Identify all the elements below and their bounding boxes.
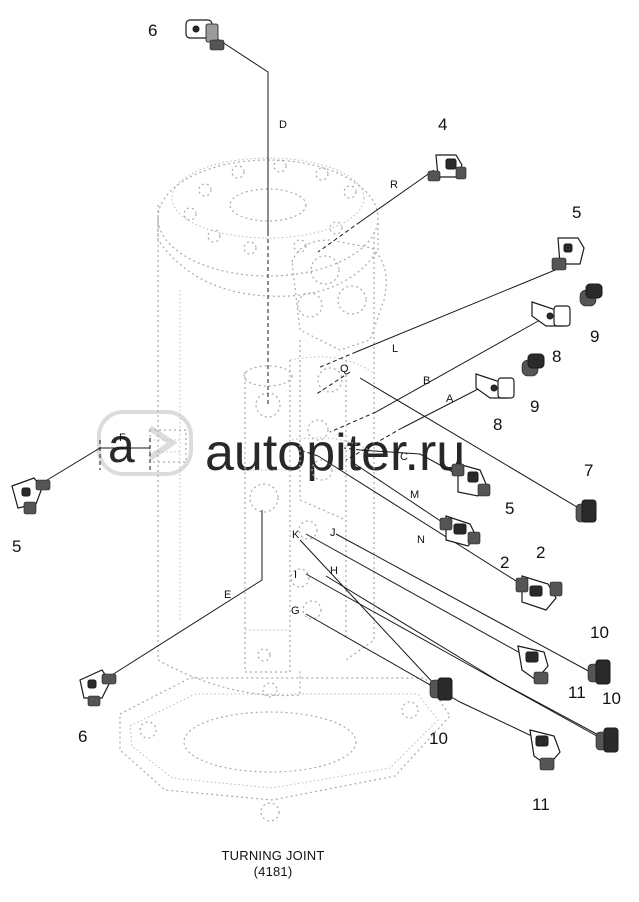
- fitting-5-middle[interactable]: [451, 463, 491, 497]
- callout-5-middle: 5: [505, 499, 514, 518]
- fitting-6-top[interactable]: [185, 19, 225, 51]
- port-letters: D R L Q B A C M N F K J I H G E: [119, 119, 454, 617]
- callout-9-lower: 9: [530, 397, 539, 416]
- port-letter-n: N: [417, 534, 425, 546]
- watermark-logo-glyph: a: [108, 420, 135, 473]
- watermark-logo-chevron: [148, 425, 178, 461]
- fitting-10-right-lower[interactable]: [595, 727, 619, 753]
- fitting-4[interactable]: [427, 154, 467, 182]
- fitting-9-upper[interactable]: [579, 283, 603, 307]
- cylinder-right-wall: [345, 232, 375, 661]
- port-letter-l: L: [392, 343, 398, 355]
- top-flange: [157, 159, 379, 277]
- port-block-left: [149, 429, 187, 463]
- port-letter-h: H: [330, 565, 338, 577]
- turning-joint-body: [119, 157, 451, 822]
- callout-8-lower: 8: [493, 415, 502, 434]
- callout-10-right-lower: 10: [602, 689, 621, 708]
- port-letter-a: A: [446, 393, 454, 405]
- fitting-11-lower[interactable]: [529, 729, 561, 771]
- port-letter-m: M: [410, 489, 419, 501]
- callout-10-middle: 10: [429, 729, 448, 748]
- callout-8-upper: 8: [552, 347, 561, 366]
- callout-6-top: 6: [148, 21, 157, 40]
- fitting-8-lower[interactable]: [475, 373, 515, 399]
- center-spool: [244, 360, 291, 673]
- fitting-7[interactable]: [575, 499, 597, 523]
- watermark-logo-frame: [97, 410, 193, 476]
- callout-2-middle: 2: [500, 553, 509, 572]
- fitting-2-middle[interactable]: [439, 515, 481, 547]
- port-letter-r: R: [390, 179, 398, 191]
- base-plate: [119, 677, 451, 801]
- fitting-8-upper[interactable]: [531, 301, 571, 327]
- callout-11-upper: 11: [568, 683, 586, 702]
- callout-numbers: 6 4 5 9 8 9 8 7 5 5 2 2 10 11 10 10 11 6: [12, 21, 621, 814]
- fitting-5-upper[interactable]: [551, 237, 585, 271]
- port-letter-c: C: [400, 451, 408, 463]
- callout-5-left: 5: [12, 537, 21, 556]
- cylinder-left-wall: [157, 205, 301, 697]
- port-letter-b: B: [423, 375, 430, 387]
- leader-lines: [33, 37, 605, 741]
- callout-4: 4: [438, 115, 447, 134]
- fitting-10-right-upper[interactable]: [587, 659, 611, 685]
- caption-code: (4181): [254, 864, 293, 879]
- callout-2-lower: 2: [536, 543, 545, 562]
- base-bore: [183, 711, 357, 773]
- port-letter-f: F: [119, 432, 126, 444]
- watermark-text: autopiter.ru: [205, 424, 465, 482]
- callout-7: 7: [584, 461, 593, 480]
- callout-5-upper: 5: [572, 203, 581, 222]
- fitting-5-left[interactable]: [11, 477, 51, 515]
- fitting-9-lower[interactable]: [521, 353, 545, 377]
- port-letter-e: E: [224, 589, 231, 601]
- port-letter-k: K: [292, 529, 300, 541]
- port-letter-i: I: [294, 569, 297, 581]
- fitting-10-middle[interactable]: [429, 677, 453, 701]
- valve-block-top: [291, 239, 387, 351]
- callout-10-right-upper: 10: [590, 623, 609, 642]
- port-letter-q: Q: [340, 363, 349, 375]
- fitting-2-lower[interactable]: [515, 575, 563, 611]
- watermark: a autopiter.ru: [97, 410, 465, 482]
- port-letter-j: J: [330, 527, 336, 539]
- fitting-11-upper[interactable]: [517, 645, 549, 685]
- port-letter-g: G: [291, 605, 300, 617]
- fitting-6-bottom[interactable]: [79, 669, 117, 707]
- callout-9-upper: 9: [590, 327, 599, 346]
- callout-6-bottom: 6: [78, 727, 87, 746]
- caption-title: TURNING JOINT: [222, 848, 325, 863]
- callout-11-lower: 11: [532, 795, 550, 814]
- port-letter-d: D: [279, 119, 287, 131]
